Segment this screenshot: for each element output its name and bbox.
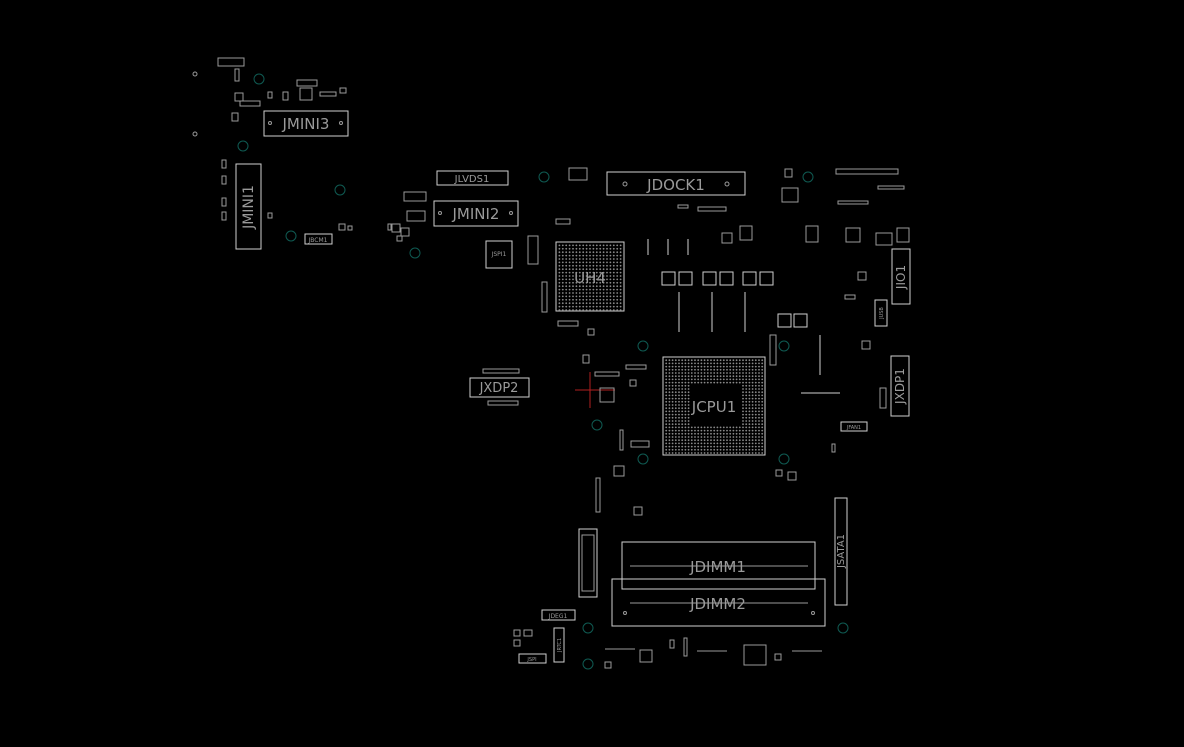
jusb-label: JUSB [879, 307, 885, 320]
jrtc1-connector: JRTC1 [553, 627, 565, 663]
jmini3-label: JMINI3 [282, 115, 330, 133]
jsata1-connector: JSATA1 [834, 497, 848, 606]
jdeg1-connector: JDEG1 [541, 609, 576, 621]
jbcm1-label: JBCM1 [308, 237, 328, 244]
jxdp2-label: JXDP2 [479, 381, 519, 396]
jlvds1-label: JLVDS1 [454, 174, 490, 185]
jcpu1-socket: JCPU1 [662, 356, 766, 456]
jdimm1-slot: JDIMM1 [621, 541, 816, 590]
jdock1-connector: JDOCK1 [568, 167, 746, 212]
top-left-components [192, 57, 347, 137]
jmini2-label: JMINI2 [452, 205, 500, 223]
jdeg1-label: JDEG1 [548, 613, 568, 620]
jdimm1-label: JDIMM1 [689, 558, 746, 576]
jmini1-connector: JMINI1 [221, 159, 273, 250]
jbcm1-connector: JBCM1 [304, 223, 353, 245]
jlvds1-connector: JLVDS1 [436, 170, 509, 186]
jspi-connector: JSPI [518, 653, 547, 664]
left-mid-components [387, 191, 427, 242]
jrtc1-label: JRTC1 [557, 638, 563, 653]
jxdp1-label: JXDP1 [893, 368, 907, 405]
jio1-connector: JIO1 [891, 227, 911, 305]
jxdp1-connector: JXDP1 [879, 355, 910, 417]
jsata1-label: JSATA1 [836, 534, 847, 569]
jcpu1-label: JCPU1 [691, 398, 736, 416]
jio1-label: JIO1 [894, 265, 908, 290]
jfan1-connector: JFAN1 [840, 421, 868, 432]
jxdp2-connector: JXDP2 [469, 368, 530, 406]
left-vertical-connector [578, 528, 598, 598]
cpu-left-components [575, 354, 650, 516]
uh4-label: UH4 [574, 269, 606, 287]
jdock1-label: JDOCK1 [646, 176, 705, 194]
jusb-connector: JUSB [874, 299, 888, 327]
jmini2-connector: JMINI2 [433, 200, 519, 227]
bottom-components [513, 629, 822, 669]
jmini1-label: JMINI1 [241, 185, 257, 230]
jdimm2-label: JDIMM2 [689, 595, 746, 613]
uh4-chip: UH4 [541, 218, 625, 336]
jspi1-connector: JSPI1 [485, 235, 539, 269]
jfan1-label: JFAN1 [846, 425, 861, 431]
jspi1-label: JSPI1 [491, 251, 507, 258]
right-top-components [721, 168, 905, 481]
jdimm2-slot: JDIMM2 [611, 578, 826, 627]
mounting-holes [237, 73, 849, 670]
jmini3-connector: JMINI3 [263, 110, 349, 137]
power-section [647, 239, 840, 394]
jspi-label: JSPI [526, 657, 536, 663]
